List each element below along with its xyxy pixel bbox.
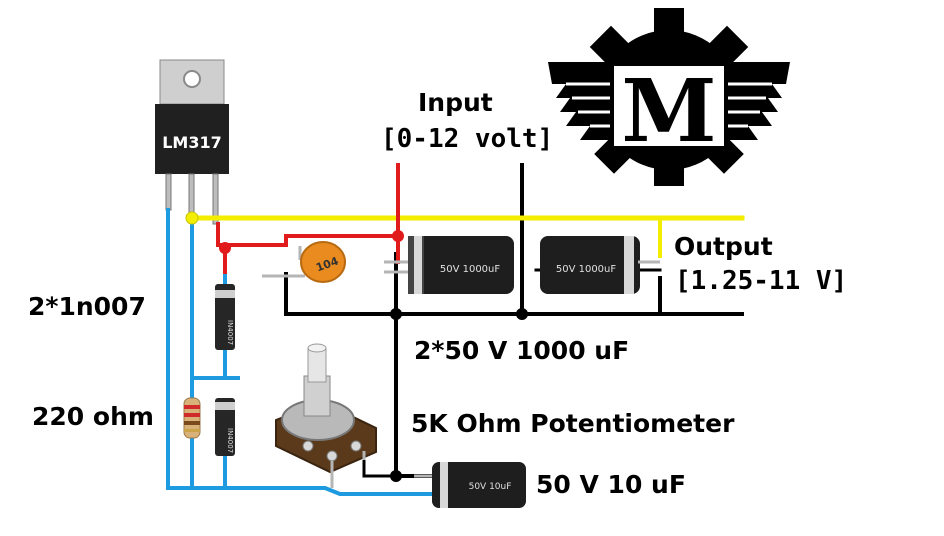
diode-marking: IN4007	[226, 428, 234, 453]
cap-body	[432, 462, 526, 508]
resistor-220-ohm	[183, 397, 201, 439]
diode-upper: IN4007	[215, 284, 235, 350]
adj-blue-wire	[166, 208, 436, 496]
mounting-hole	[183, 70, 201, 88]
cap-polarity-stripe	[414, 236, 422, 294]
pot-terminal	[302, 440, 314, 452]
cap-body	[540, 236, 640, 294]
output-title: Output	[674, 232, 773, 261]
ground-junction	[390, 470, 402, 482]
input-range: [0-12 volt]	[381, 124, 554, 154]
ground-rail-wire	[284, 272, 744, 316]
cap-polarity-stripe	[440, 462, 448, 508]
diode-body	[215, 398, 235, 456]
diode-cathode-band	[215, 290, 235, 298]
wires	[166, 163, 745, 496]
junction-dots	[185, 211, 528, 482]
regulator-input-junction	[219, 242, 231, 254]
regulator-leg-out	[188, 173, 195, 217]
regulator-leg-in	[212, 173, 219, 225]
regulator-part-number: LM317	[162, 133, 222, 152]
small-cap-label: 50 V 10 uF	[536, 470, 686, 499]
input-junction	[392, 230, 404, 242]
potentiometer-label: 5K Ohm Potentiometer	[411, 409, 735, 438]
regulator-leg-adj	[165, 173, 172, 211]
potentiometer-5k	[275, 343, 377, 488]
cap-marking: 50V 10uF	[469, 482, 512, 492]
cap-polarity-stripe	[624, 236, 634, 294]
ground-junction	[390, 308, 402, 320]
cap-body	[408, 236, 514, 294]
regulator-body	[155, 104, 229, 174]
pot-terminal	[350, 440, 362, 452]
electrolytic-cap-2: 50V 1000uF	[540, 236, 660, 294]
cap-marking: 50V 1000uF	[556, 264, 617, 275]
logo-m-gear: M	[548, 8, 790, 186]
logo-plate	[612, 64, 726, 148]
diode-lower: IN4007	[215, 398, 235, 456]
ground-junction	[516, 308, 528, 320]
output-range: [1.25-11 V]	[675, 266, 848, 296]
input-title: Input	[418, 88, 493, 117]
pot-terminal	[326, 450, 338, 462]
regulator-input-wire	[216, 222, 398, 247]
logo-letter: M	[621, 61, 716, 162]
main-caps-label: 2*50 V 1000 uF	[414, 336, 630, 365]
diodes-label: 2*1n007	[28, 292, 146, 321]
output-junction	[185, 211, 199, 225]
diode-cathode-band	[215, 402, 235, 410]
ceramic-capacitor: 104	[262, 241, 346, 283]
diode-body	[215, 284, 235, 350]
pot-shaft	[307, 347, 327, 383]
lm317-regulator: LM317	[155, 59, 229, 225]
diode-marking: IN4007	[226, 320, 234, 345]
cap-marking: 50V 1000uF	[440, 264, 501, 275]
electrolytic-cap-1: 50V 1000uF	[384, 236, 514, 294]
resistor-label: 220 ohm	[32, 402, 154, 431]
ceramic-cap-body	[300, 241, 346, 283]
electrolytic-cap-small: 50V 10uF	[414, 462, 526, 508]
